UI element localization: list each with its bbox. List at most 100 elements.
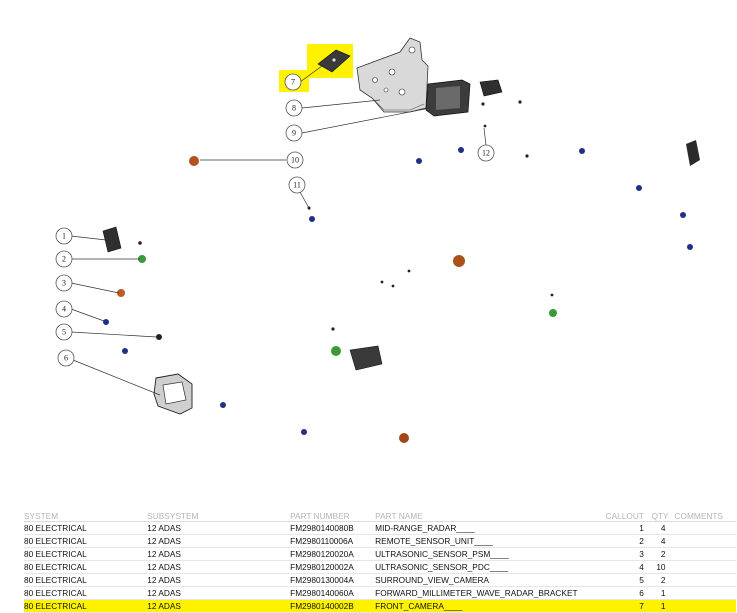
svg-text:4: 4: [62, 305, 66, 314]
orange-sensor-part: [189, 156, 199, 166]
cell-part-name: ULTRASONIC_SENSOR_PSM____: [375, 547, 600, 561]
front-camera-bracket-part: [356, 37, 429, 113]
parts-table: SYSTEM SUBSYSTEM PART NUMBER PART NAME C…: [24, 511, 736, 613]
blue-sensor-part: [416, 158, 422, 164]
callout-12: 12: [477, 144, 495, 162]
cell-qty: 1: [643, 599, 669, 613]
cell-callout: 4: [599, 560, 644, 574]
header-comments: COMMENTS: [668, 511, 736, 522]
blue-sensor-part: [636, 185, 642, 191]
table-header-row: SYSTEM SUBSYSTEM PART NUMBER PART NAME C…: [24, 511, 736, 522]
exploded-parts-diagram: 1 2 3 4 5 6 7 8 9 10 11 12: [55, 37, 700, 443]
orange-sensor-part: [399, 433, 409, 443]
blue-sensor-part: [680, 212, 686, 218]
radar-bracket-part: [153, 373, 193, 415]
header-part-number: PART NUMBER: [290, 511, 376, 522]
cell-qty: 2: [643, 547, 669, 561]
cell-comments: [668, 521, 736, 535]
cell-callout: 6: [599, 586, 644, 600]
blue-sensor-part: [122, 348, 128, 354]
svg-text:12: 12: [482, 149, 490, 158]
cell-subsystem: 12 ADAS: [147, 586, 291, 600]
header-subsystem: SUBSYSTEM: [147, 511, 291, 522]
svg-text:1: 1: [62, 232, 66, 241]
orange-sensor-part: [453, 255, 465, 267]
cell-part-number: FM2980110006A: [290, 534, 376, 548]
cell-comments: [668, 599, 736, 613]
svg-text:2: 2: [62, 255, 66, 264]
svg-text:11: 11: [293, 181, 301, 190]
cell-callout: 1: [599, 521, 644, 535]
green-sensor-part: [331, 346, 341, 356]
cell-part-name: SURROUND_VIEW_CAMERA: [375, 573, 600, 587]
blue-sensor-part: [687, 244, 693, 250]
header-qty: QTY: [643, 511, 669, 522]
svg-text:10: 10: [291, 156, 299, 165]
svg-text:5: 5: [62, 328, 66, 337]
callout-6: 6: [57, 349, 75, 367]
callout-9: 9: [285, 124, 303, 142]
green-sensor-part: [549, 309, 557, 317]
callout-3: 3: [55, 274, 73, 292]
callout-10: 10: [286, 151, 304, 169]
callout-5: 5: [55, 323, 73, 341]
cell-system: 80 ELECTRICAL: [24, 599, 148, 613]
fasteners: [138, 100, 554, 340]
cell-part-name: FRONT_CAMERA____: [375, 599, 600, 613]
header-part-name: PART NAME: [375, 511, 600, 522]
cell-system: 80 ELECTRICAL: [24, 534, 148, 548]
cell-part-name: REMOTE_SENSOR_UNIT____: [375, 534, 600, 548]
blue-sensor-part: [220, 402, 226, 408]
cell-subsystem: 12 ADAS: [147, 547, 291, 561]
cell-qty: 10: [643, 560, 669, 574]
cell-comments: [668, 560, 736, 574]
blue-sensor-part: [103, 319, 109, 325]
blue-sensor-part: [309, 216, 315, 222]
connector-part: [479, 79, 503, 97]
svg-text:3: 3: [62, 279, 66, 288]
cell-callout: 3: [599, 547, 644, 561]
cell-part-name: ULTRASONIC_SENSOR_PDC____: [375, 560, 600, 574]
cell-part-number: FM2980140060A: [290, 586, 376, 600]
cell-part-number: FM2980140002B: [290, 599, 376, 613]
cell-qty: 4: [643, 521, 669, 535]
cell-comments: [668, 534, 736, 548]
cell-subsystem: 12 ADAS: [147, 521, 291, 535]
cell-comments: [668, 573, 736, 587]
orange-sensor-part: [117, 289, 125, 297]
green-sensor-part: [138, 255, 146, 263]
callout-7: 7: [284, 73, 302, 91]
cell-part-number: FM2980120020A: [290, 547, 376, 561]
cell-system: 80 ELECTRICAL: [24, 586, 148, 600]
cell-subsystem: 12 ADAS: [147, 534, 291, 548]
electronic-control-unit-part: [425, 79, 471, 117]
callout-11: 11: [288, 176, 306, 194]
cell-qty: 1: [643, 586, 669, 600]
cell-subsystem: 12 ADAS: [147, 573, 291, 587]
callout-4: 4: [55, 300, 73, 318]
cell-callout: 5: [599, 573, 644, 587]
svg-text:7: 7: [291, 78, 295, 87]
svg-text:9: 9: [292, 129, 296, 138]
front-radar-part: [349, 345, 383, 371]
header-system: SYSTEM: [24, 511, 148, 522]
cell-qty: 2: [643, 573, 669, 587]
cell-part-name: MID-RANGE_RADAR____: [375, 521, 600, 535]
cell-part-number: FM2980120002A: [290, 560, 376, 574]
cell-callout: 2: [599, 534, 644, 548]
cell-part-number: FM2980140080B: [290, 521, 376, 535]
cell-subsystem: 12 ADAS: [147, 560, 291, 574]
cell-system: 80 ELECTRICAL: [24, 560, 148, 574]
radar-part-right: [686, 140, 700, 166]
front-camera-part: [317, 49, 351, 73]
callout-1: 1: [55, 227, 73, 245]
cell-callout: 7: [599, 599, 644, 613]
blue-sensor-part: [458, 147, 464, 153]
